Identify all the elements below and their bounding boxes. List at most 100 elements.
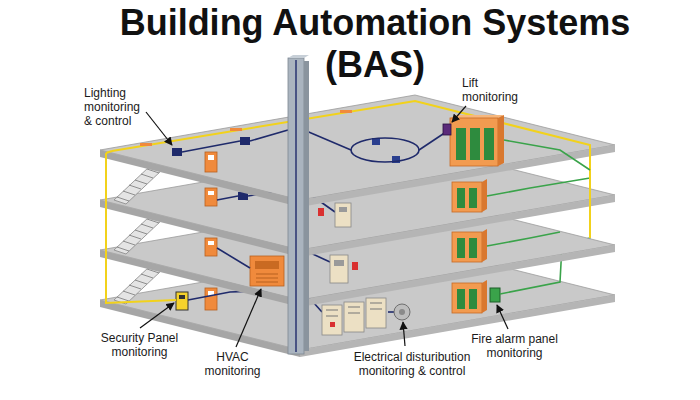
lift-cabinet xyxy=(452,280,487,313)
leader-line xyxy=(452,106,466,122)
leader-line xyxy=(140,303,174,328)
data-wire xyxy=(351,138,419,162)
lift-cabinet xyxy=(469,238,477,258)
riser-shaft xyxy=(304,61,309,351)
stairs xyxy=(117,169,159,201)
callout-label: Lighting monitoring & control xyxy=(84,86,148,128)
data-wire xyxy=(182,141,240,152)
riser-shaft xyxy=(295,60,296,352)
data-wire xyxy=(217,248,250,268)
lift-cabinet xyxy=(452,179,487,212)
floor-slab xyxy=(100,95,615,207)
title-slot: Building Automation Systems (BAS) xyxy=(75,2,675,86)
door xyxy=(208,241,214,245)
data-wire xyxy=(217,196,238,200)
control-panel xyxy=(352,262,358,270)
fire-alarm-panel xyxy=(490,288,500,302)
fire-alarm-panel xyxy=(490,288,500,302)
fire-wire xyxy=(487,178,590,196)
stairs xyxy=(114,166,162,204)
fire-wire xyxy=(504,140,590,170)
leader-line xyxy=(140,106,508,347)
callout-label: Fire alarm panel monitoring xyxy=(462,332,567,360)
data-wire xyxy=(304,130,351,150)
data-wire xyxy=(250,130,288,141)
lighting-wire xyxy=(106,153,176,303)
lift-cabinet xyxy=(452,182,482,212)
title: Building Automation Systems (BAS) xyxy=(75,2,675,86)
stairs xyxy=(117,219,159,251)
callout-label-slot: Security Panel monitoring xyxy=(92,331,187,359)
fire-wire xyxy=(487,232,560,246)
stairs xyxy=(114,216,162,254)
stairs xyxy=(117,269,159,301)
door xyxy=(208,191,214,195)
lift-cabinet xyxy=(452,229,487,262)
leader-line xyxy=(236,289,261,347)
lift-cabinet xyxy=(457,289,465,309)
control-panel xyxy=(330,255,348,283)
callout-label-slot: Lift monitoring xyxy=(462,76,524,104)
lift-cabinet xyxy=(482,179,487,212)
electrical-meter xyxy=(399,309,405,315)
floor-slab xyxy=(100,150,300,207)
data-wire xyxy=(388,311,394,313)
door xyxy=(205,238,217,256)
lift-cabinet xyxy=(456,128,466,160)
callout-label: Electrical disturibution monitoring & co… xyxy=(337,350,487,378)
fire-wire xyxy=(504,140,590,170)
lift-cabinet xyxy=(482,280,487,313)
hvac-unit xyxy=(250,256,284,286)
light-fixture xyxy=(140,143,152,146)
lighting-controller xyxy=(172,148,182,156)
light-fixture xyxy=(340,110,352,113)
control-panel xyxy=(339,207,347,212)
lift-cabinet xyxy=(450,115,504,166)
electrical-meter xyxy=(394,304,410,320)
lift-cabinet xyxy=(482,229,487,262)
riser-shaft xyxy=(288,55,309,354)
stairs xyxy=(114,166,162,204)
light-fixture xyxy=(230,128,242,131)
hvac-unit xyxy=(255,261,279,269)
control-panel xyxy=(330,255,358,283)
sensor-box xyxy=(240,137,250,145)
riser-shaft xyxy=(288,58,304,354)
callout-label: HVAC monitoring xyxy=(195,350,270,378)
door xyxy=(205,152,217,172)
lighting-controller xyxy=(172,148,182,156)
electrical-cabinet xyxy=(326,303,382,316)
control-panel xyxy=(334,260,344,266)
sensor-box xyxy=(240,137,400,163)
security-panel xyxy=(176,292,188,310)
lift-cabinet xyxy=(452,283,482,313)
lift-cabinet xyxy=(450,118,498,166)
lift-cabinet xyxy=(469,289,477,309)
lift-cabinet xyxy=(470,128,480,160)
stairs xyxy=(114,216,162,254)
electrical-cabinet xyxy=(322,298,386,335)
fire-wire xyxy=(487,178,590,196)
stairs xyxy=(114,266,162,304)
door xyxy=(205,238,217,256)
leader-line xyxy=(403,322,405,346)
hvac-unit xyxy=(256,274,278,282)
callout-label-slot: Lighting monitoring & control xyxy=(84,86,148,128)
hvac-unit xyxy=(250,256,284,286)
leader-line xyxy=(146,112,172,145)
security-panel xyxy=(179,295,185,299)
lift-controller xyxy=(443,124,451,135)
fire-wire xyxy=(487,232,560,246)
door xyxy=(208,155,214,160)
light-fixture xyxy=(140,110,352,146)
leader-line xyxy=(497,305,508,329)
security-panel xyxy=(176,292,188,310)
lift-cabinet xyxy=(457,238,465,258)
lighting-wire xyxy=(106,151,112,153)
data-wire xyxy=(419,132,446,150)
lift-cabinet xyxy=(469,188,477,208)
riser-shaft xyxy=(288,55,309,58)
control-panel xyxy=(318,208,324,216)
door xyxy=(205,188,217,206)
